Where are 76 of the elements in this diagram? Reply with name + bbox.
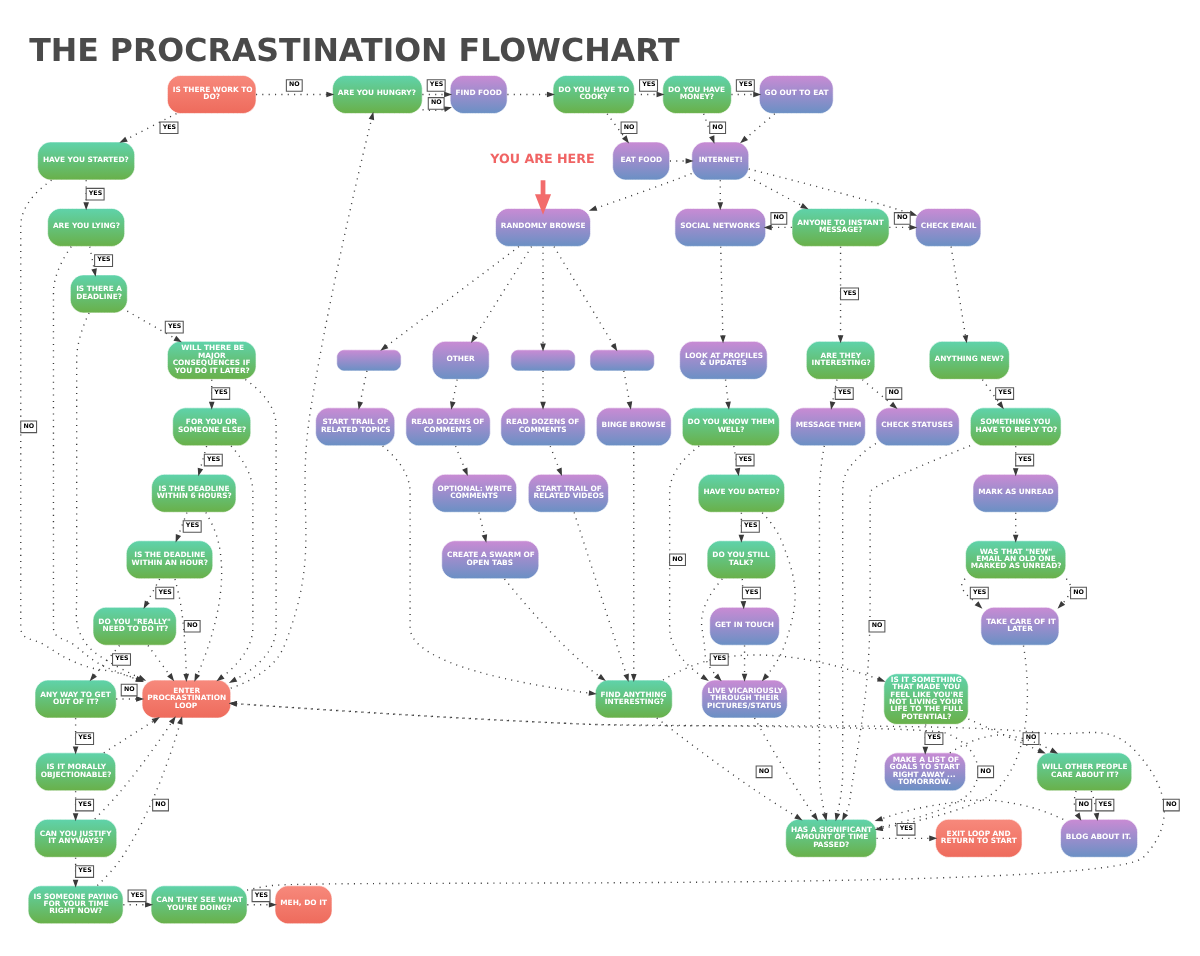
arrow	[194, 511, 223, 682]
arrow	[115, 696, 145, 702]
arrow	[83, 179, 89, 211]
arrow	[89, 644, 121, 682]
arrow	[175, 511, 188, 543]
arrow	[875, 835, 938, 842]
arrow	[961, 578, 983, 609]
arrow	[669, 158, 694, 164]
arrow	[818, 445, 828, 822]
arrow	[748, 168, 918, 216]
arrow	[421, 91, 453, 98]
arrow	[143, 578, 161, 609]
arrow	[874, 799, 1064, 822]
arrow	[197, 445, 208, 477]
arrow	[606, 113, 630, 144]
arrow	[720, 245, 726, 344]
arrow	[623, 370, 633, 410]
arrow	[506, 91, 555, 98]
node-box	[589, 349, 655, 372]
arrow	[702, 113, 715, 144]
arrow	[829, 379, 838, 410]
arrow	[230, 111, 375, 689]
arrow	[981, 379, 1004, 410]
arrow	[717, 179, 724, 211]
arrow	[763, 224, 793, 231]
arrow	[1090, 790, 1100, 821]
arrow	[255, 91, 335, 98]
arrow	[724, 379, 731, 410]
arrow	[450, 379, 458, 410]
arrow	[122, 901, 154, 908]
arrow	[228, 701, 1165, 891]
arrow	[656, 717, 803, 821]
arrow	[503, 578, 606, 681]
arrow	[228, 700, 979, 829]
arrow	[96, 716, 183, 887]
arrow	[147, 644, 175, 682]
arrow	[357, 370, 368, 410]
arrow	[888, 224, 918, 231]
arrow	[700, 578, 723, 682]
arrow	[1057, 578, 1072, 609]
arrow	[874, 644, 1029, 832]
arrow	[950, 245, 969, 344]
arrow	[553, 245, 618, 352]
arrow	[861, 379, 898, 409]
arrow	[549, 445, 562, 477]
arrow	[380, 245, 520, 351]
node-box	[336, 349, 402, 372]
arrow	[741, 644, 748, 682]
node-box	[510, 349, 576, 372]
arrow	[228, 378, 277, 683]
arrow	[246, 901, 277, 908]
arrow	[1012, 511, 1019, 543]
arrow	[740, 113, 776, 144]
arrow	[630, 445, 637, 683]
arrow	[540, 245, 546, 352]
arrow	[94, 716, 176, 820]
arrow	[573, 511, 629, 682]
arrow	[730, 91, 762, 98]
arrow	[103, 717, 160, 754]
arrow	[633, 91, 665, 98]
arrow	[478, 511, 488, 543]
arrow	[174, 578, 190, 682]
arrow	[588, 172, 693, 211]
diagram-title: THE PROCRASTINATION FLOWCHART	[29, 30, 680, 69]
arrow	[470, 245, 533, 343]
arrow	[540, 370, 546, 410]
arrow	[837, 245, 844, 344]
arrow	[89, 246, 97, 277]
arrow	[834, 443, 877, 822]
arrow	[1073, 790, 1082, 821]
arrow	[381, 445, 597, 696]
arrow	[454, 445, 468, 477]
arrow	[967, 718, 1046, 754]
arrow	[761, 512, 796, 682]
arrow	[748, 176, 809, 210]
arrow	[216, 445, 254, 682]
